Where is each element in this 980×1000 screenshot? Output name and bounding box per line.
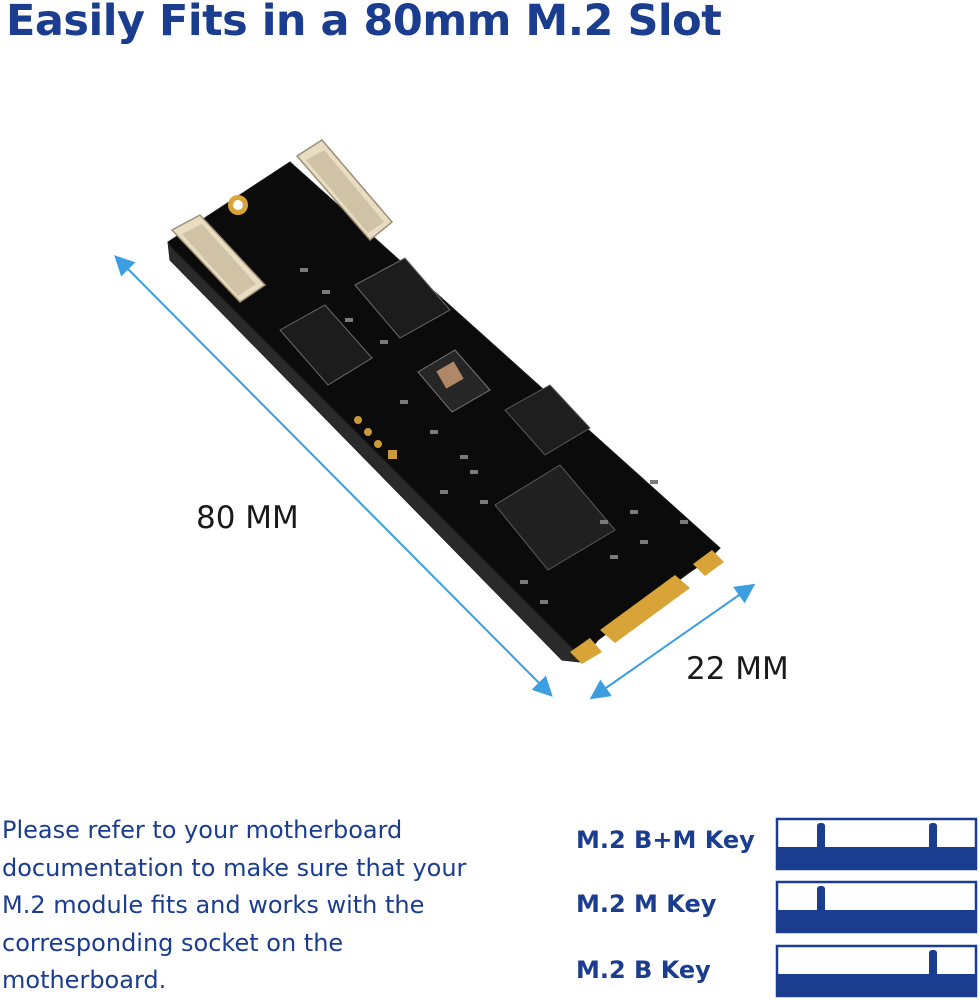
- length-label: 80 MM: [196, 500, 299, 536]
- length-arrow: [114, 255, 553, 697]
- note-line: M.2 module fits and works with the: [2, 891, 425, 919]
- gold-edge-contacts: [570, 550, 724, 664]
- m-notch: [929, 823, 937, 851]
- key-label-b: M.2 B Key: [576, 956, 711, 984]
- bm-key-diagram: [775, 817, 978, 871]
- m-key-diagram: [775, 880, 978, 934]
- m-notch: [817, 886, 825, 914]
- m2-module-illustration: [114, 139, 756, 700]
- key-label-bm: M.2 B+M Key: [576, 826, 755, 854]
- note-line: motherboard.: [2, 966, 167, 994]
- key-label-m: M.2 M Key: [576, 890, 717, 918]
- b-key-diagram: [775, 944, 978, 998]
- smd-components: [300, 268, 688, 604]
- width-label: 22 MM: [686, 651, 789, 687]
- note-line: documentation to make sure that your: [2, 853, 467, 882]
- note-line: Please refer to your motherboard: [2, 816, 403, 844]
- compatibility-note: Please refer to your motherboard documen…: [2, 812, 522, 1000]
- page-title: Easily Fits in a 80mm M.2 Slot: [6, 0, 722, 46]
- note-line: corresponding socket on the: [2, 928, 344, 957]
- pin-header-connector-top: [295, 139, 394, 242]
- b-notch: [817, 823, 825, 851]
- width-arrow: [589, 583, 756, 700]
- b-notch: [929, 950, 937, 978]
- pin-header-connector-left: [170, 214, 267, 303]
- chips: [279, 257, 616, 571]
